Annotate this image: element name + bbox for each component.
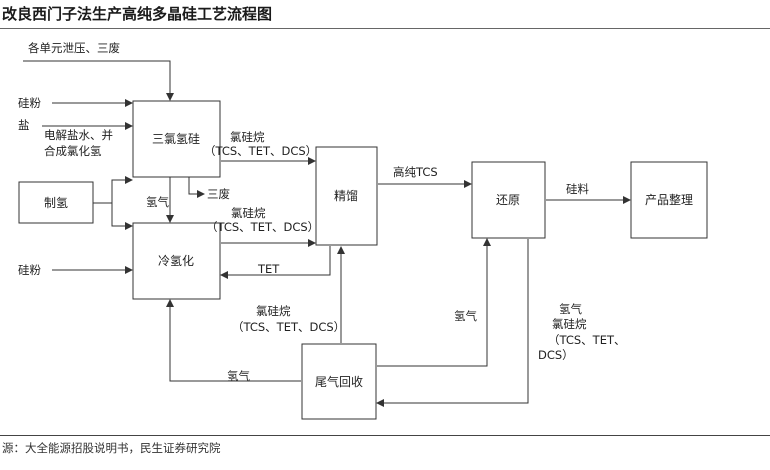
flow-labels: 各单元泄压、三废 硅粉 盐 电解盐水、并 合成氯化氢 氢气 三废 硅粉 氯硅烷 … — [18, 41, 626, 383]
label-chlorosilane-4-detail-2: DCS） — [538, 348, 574, 362]
label-chlorosilane-2: 氯硅烷 — [231, 206, 266, 220]
label-chlorosilane-3-detail: （TCS、TET、DCS） — [232, 320, 345, 334]
arrow-hydrogen-to-cold-hydrogenation — [111, 203, 133, 230]
box-hydrogen-production: 制氢 — [18, 181, 94, 224]
box-rectification: 精馏 — [315, 146, 378, 246]
label-chlorosilane-4-detail-1: （TCS、TET、 — [548, 333, 626, 347]
bottom-divider — [0, 435, 770, 436]
box-trichlorosilane-label: 三氯氢硅 — [152, 131, 200, 146]
arrow-trichlorosilane-to-waste — [188, 177, 205, 198]
box-cold-hydrogenation-label: 冷氢化 — [158, 253, 194, 268]
label-silicon-powder-1: 硅粉 — [18, 96, 41, 110]
box-product-finishing-label: 产品整理 — [645, 192, 693, 207]
arrow-tail-gas-hydrogen-to-cold-hydrogenation — [166, 299, 301, 382]
label-chlorosilane-3: 氯硅烷 — [256, 304, 291, 318]
label-hydrogen-1: 氢气 — [146, 195, 169, 209]
source-note: 源：大全能源招股说明书，民生证券研究院 — [2, 441, 221, 455]
label-high-purity-tcs: 高纯TCS — [393, 165, 438, 179]
label-salt: 盐 — [18, 118, 30, 132]
label-silicon-powder-2: 硅粉 — [18, 263, 41, 277]
arrow-tail-gas-hydrogen-to-reduction — [377, 238, 491, 367]
box-product-finishing: 产品整理 — [630, 161, 708, 239]
label-chlorosilane-4: 氯硅烷 — [552, 317, 587, 331]
label-electrolysis-line-1: 电解盐水、并 — [44, 128, 113, 142]
box-reduction-label: 还原 — [496, 193, 520, 207]
page-title: 改良西门子法生产高纯多晶硅工艺流程图 — [2, 5, 273, 23]
label-tet: TET — [257, 262, 280, 276]
label-silicon-material: 硅料 — [566, 182, 589, 196]
label-electrolysis-line-2: 合成氯化氢 — [44, 144, 102, 158]
label-chlorosilane-1-detail: （TCS、TET、DCS） — [204, 144, 317, 158]
label-unit-vent: 各单元泄压、三废 — [28, 41, 120, 55]
label-hydrogen-2: 氢气 — [454, 309, 477, 323]
box-reduction: 还原 — [471, 161, 546, 239]
box-rectification-label: 精馏 — [334, 189, 358, 203]
arrow-reduction-to-tail-gas — [376, 239, 529, 407]
label-hydrogen-4: 氢气 — [559, 302, 582, 316]
label-chlorosilane-2-detail: （TCS、TET、DCS） — [206, 220, 319, 234]
arrow-vent-to-trichlorosilane — [23, 60, 174, 101]
label-hydrogen-3: 氢气 — [227, 369, 250, 383]
connectors — [23, 60, 631, 407]
box-trichlorosilane: 三氯氢硅 — [132, 100, 221, 178]
box-tail-gas-recovery-label: 尾气回收 — [315, 374, 363, 389]
box-cold-hydrogenation: 冷氢化 — [132, 222, 221, 300]
box-hydrogen-production-label: 制氢 — [44, 195, 68, 210]
arrow-hydrogen-to-trichlorosilane — [111, 176, 133, 203]
label-chlorosilane-1: 氯硅烷 — [230, 130, 265, 144]
arrow-rectification-tet-to-cold-hydrogenation — [220, 246, 331, 279]
label-three-wastes: 三废 — [207, 187, 230, 201]
top-divider — [0, 28, 770, 29]
box-tail-gas-recovery: 尾气回收 — [301, 343, 377, 420]
